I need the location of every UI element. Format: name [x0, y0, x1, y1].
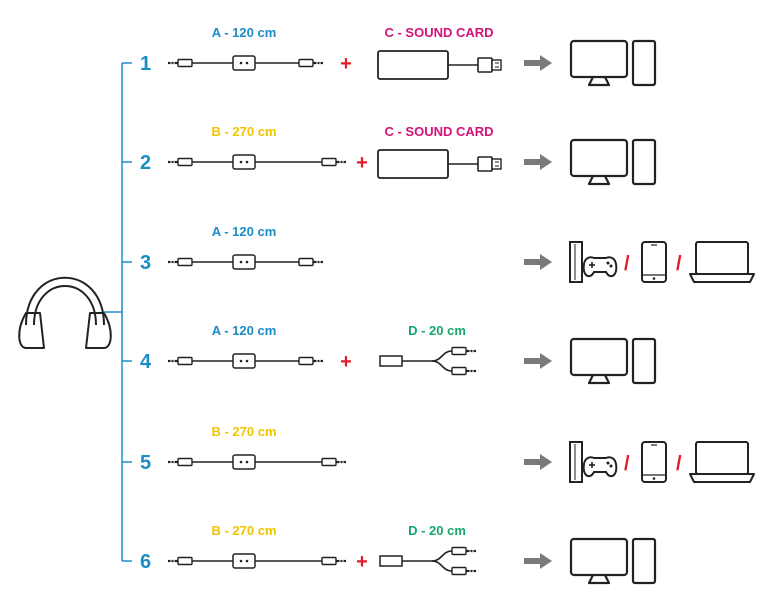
splitter-cable-icon	[379, 546, 476, 576]
cable-label: B - 270 cm	[211, 424, 276, 439]
arrow-icon	[524, 353, 552, 369]
console-phone-laptop-icon: //	[569, 441, 755, 483]
cable-label: B - 270 cm	[211, 124, 276, 139]
device-separator: /	[676, 253, 682, 275]
plus-sign: +	[340, 351, 352, 373]
option-row-3: 3A - 120 cm//	[122, 224, 755, 283]
option-number: 2	[140, 152, 151, 174]
arrow-icon	[524, 254, 552, 270]
option-row-2: 2 B - 270 cm + C - SOUND CARD	[122, 124, 657, 186]
option-number: 6	[140, 551, 151, 573]
splitter-cable-icon	[379, 346, 476, 376]
cable-label: A - 120 cm	[212, 224, 277, 239]
cable-a-icon	[168, 254, 323, 270]
pc-monitor-tower-icon	[569, 537, 657, 585]
pc-monitor-tower-icon	[569, 337, 657, 385]
pc-monitor-tower-icon	[569, 138, 657, 186]
cable-label: A - 120 cm	[212, 25, 277, 40]
arrow-icon	[524, 154, 552, 170]
cable-label: A - 120 cm	[212, 323, 277, 338]
sound-card-icon	[377, 50, 502, 80]
option-number: 1	[140, 53, 151, 75]
arrow-icon	[524, 454, 552, 470]
addon-label: D - 20 cm	[408, 323, 466, 338]
cable-b-icon	[168, 553, 346, 569]
addon-label: D - 20 cm	[408, 523, 466, 538]
pc-monitor-tower-icon	[569, 39, 657, 87]
cable-a-icon	[168, 353, 323, 369]
option-number: 5	[140, 452, 151, 474]
device-separator: /	[624, 253, 630, 275]
headphones-icon	[18, 276, 112, 349]
cable-b-icon	[168, 454, 346, 470]
cable-a-icon	[168, 55, 323, 71]
option-row-1: 1 A - 120 cm + C - SOUND CARD	[122, 25, 657, 87]
device-separator: /	[676, 453, 682, 475]
console-phone-laptop-icon: //	[569, 241, 755, 283]
addon-label: C - SOUND CARD	[384, 25, 493, 40]
cable-label: B - 270 cm	[211, 523, 276, 538]
addon-label: C - SOUND CARD	[384, 124, 493, 139]
plus-sign: +	[356, 551, 368, 573]
option-number: 3	[140, 252, 151, 274]
plus-sign: +	[356, 152, 368, 174]
arrow-icon	[524, 553, 552, 569]
arrow-icon	[524, 55, 552, 71]
option-number: 4	[140, 351, 152, 373]
device-separator: /	[624, 453, 630, 475]
plus-sign: +	[340, 53, 352, 75]
sound-card-icon	[377, 149, 502, 179]
option-row-5: 5B - 270 cm//	[122, 424, 755, 483]
cable-b-icon	[168, 154, 346, 170]
option-row-6: 6 B - 270 cm + D - 20 cm	[122, 523, 657, 585]
option-row-4: 4 A - 120 cm + D - 20 cm	[122, 323, 657, 385]
